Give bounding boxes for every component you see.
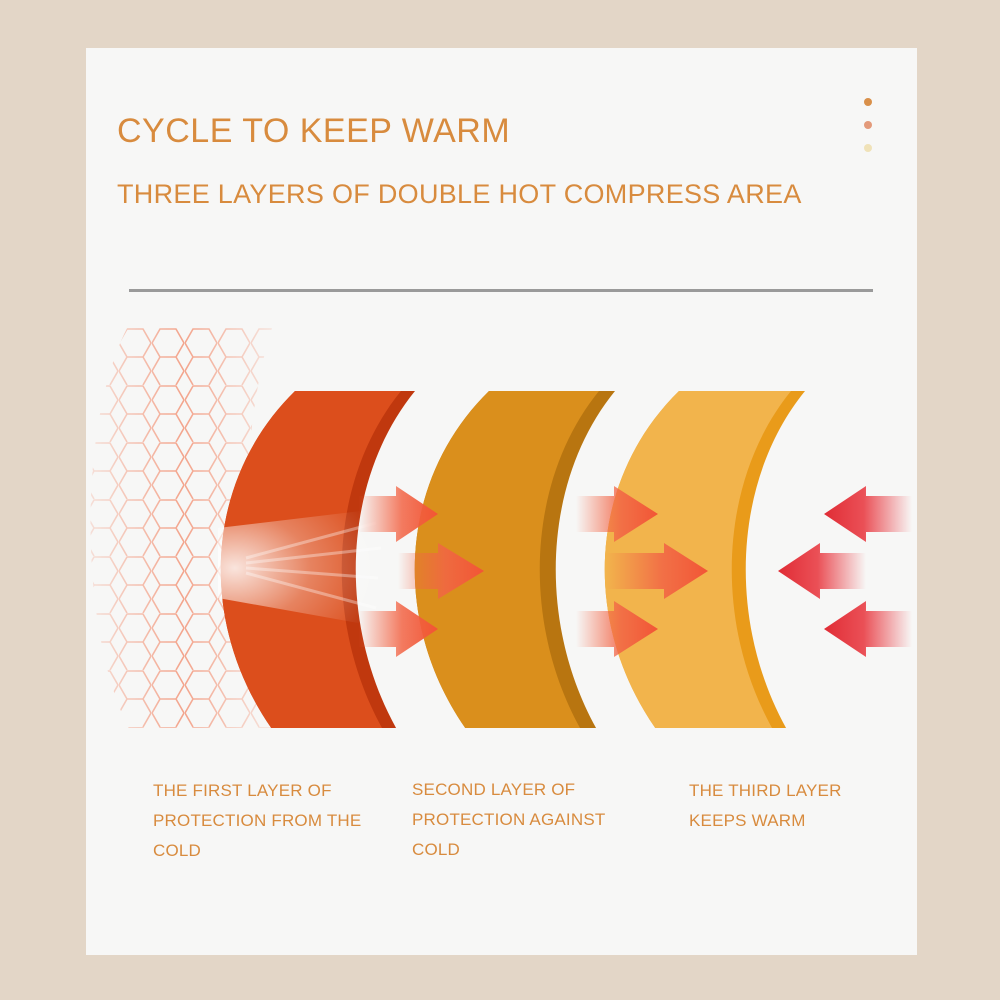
layer-2-caption: SECOND LAYER OF PROTECTION AGAINST COLD [412,780,606,859]
dot-2 [864,121,872,129]
decorative-dots [864,98,874,167]
subheadline: THREE LAYERS OF DOUBLE HOT COMPRESS AREA [117,179,802,209]
layer-3-shape [604,391,805,728]
divider-line [129,289,873,292]
layers-illustration [86,328,912,728]
layer-3-caption: THE THIRD LAYER KEEPS WARM [689,781,842,830]
layer-1-caption: THE FIRST LAYER OF PROTECTION FROM THE C… [153,781,362,860]
dot-1 [864,98,872,106]
arrow-right-icon [358,486,708,657]
layer-1-shape [218,391,415,728]
arrow-left-icon [778,486,912,657]
dot-3 [864,144,872,152]
infographic-card: CYCLE TO KEEP WARM THREE LAYERS OF DOUBL… [86,48,917,955]
layer-2-shape [414,391,615,728]
headline: CYCLE TO KEEP WARM [117,112,511,150]
